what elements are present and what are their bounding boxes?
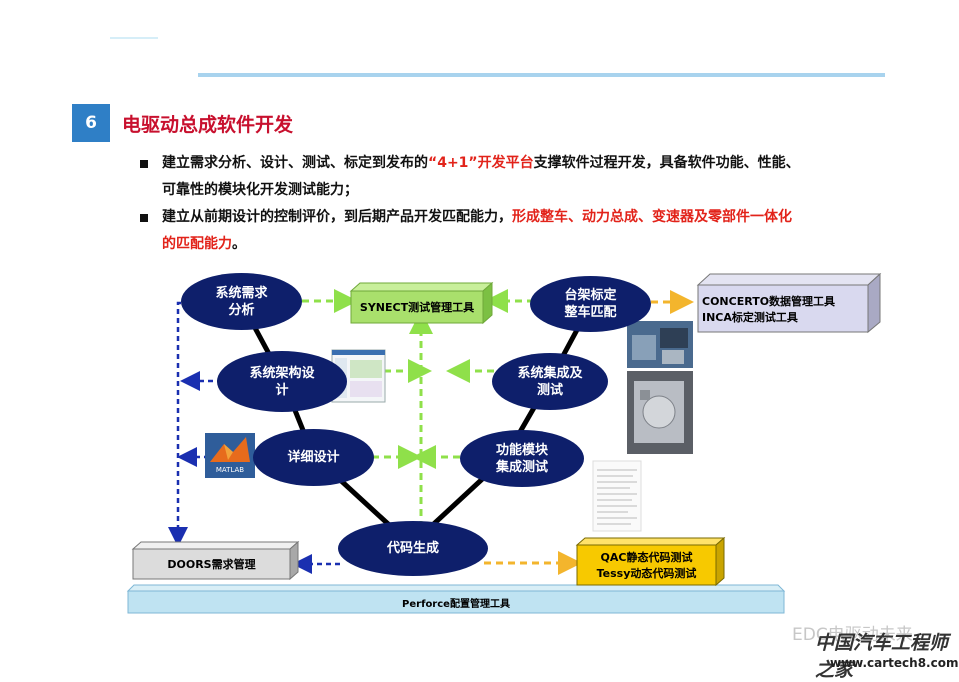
synect-label: SYNECT测试管理工具 <box>359 301 475 314</box>
concerto-label: CONCERTO数据管理工具 INCA标定测试工具 <box>698 287 868 330</box>
perforce-label: Perforce配置管理工具 <box>402 598 510 610</box>
node-architecture: 系统架构设 计 <box>217 351 347 412</box>
bullet-text: 支撑软件过程开发，具备软件功能、性能、 <box>533 155 800 171</box>
node-label: 详细设计 <box>287 450 340 465</box>
node-module-integration: 功能模块 集成测试 <box>460 430 584 487</box>
bullet-text: 建立需求分析、设计、测试、标定到发布的 <box>162 155 428 171</box>
watermark-cn: 中国汽车工程师之家 <box>815 632 949 681</box>
concerto-box <box>696 272 882 334</box>
bullet-text: 建立从前期设计的控制评价，到后期产品开发匹配能力， <box>162 209 512 225</box>
bullet-list: 建立需求分析、设计、测试、标定到发布的“4+1”开发平台支撑软件过程开发，具备软… <box>138 150 898 258</box>
header-rule <box>198 73 885 77</box>
watermark-url: www.cartech8.com <box>830 656 959 670</box>
node-label: 功能模块 集成测试 <box>495 442 548 475</box>
bullet-text: 可靠性的模块化开发测试能力； <box>162 182 358 198</box>
node-label: 代码生成 <box>386 541 439 556</box>
doors-label: DOORS需求管理 <box>167 558 256 571</box>
bullet-highlight: 形成整车、动力总成、变速器及零部件一体化 <box>512 209 792 225</box>
bullet-text: 。 <box>232 236 246 252</box>
top-dash <box>110 37 158 39</box>
orange-dashed-arrows <box>484 290 694 575</box>
qac-line: QAC静态代码测试 <box>600 551 693 564</box>
concerto-line: CONCERTO数据管理工具 <box>702 294 836 308</box>
doors-box <box>131 540 300 581</box>
node-label: 系统架构设 计 <box>249 365 315 398</box>
node-label: 台架标定 整车匹配 <box>564 288 617 320</box>
bullet-item: 建立从前期设计的控制评价，到后期产品开发匹配能力，形成整车、动力总成、变速器及零… <box>138 204 898 258</box>
section-number: 6 <box>72 104 110 142</box>
matlab-text: MATLAB <box>216 466 244 474</box>
synect-box <box>349 281 494 325</box>
perforce-bar <box>126 584 786 614</box>
node-detail-design: 详细设计 <box>253 429 374 486</box>
node-bench-calibration: 台架标定 整车匹配 <box>530 276 651 332</box>
bullet-highlight: “4+1”开发平台 <box>428 155 534 171</box>
qac-label: QAC静态代码测试 Tessy动态代码测试 <box>577 546 716 584</box>
v-model-lines <box>237 298 595 547</box>
green-dashed-arrows <box>302 289 534 540</box>
node-label: 系统集成及 测试 <box>517 365 583 398</box>
architecture-screenshot <box>331 349 386 403</box>
inca-line: INCA标定测试工具 <box>702 310 798 324</box>
powertrain-photo <box>627 371 693 454</box>
node-label: 系统需求 分析 <box>215 285 268 318</box>
bullet-highlight: 的匹配能力 <box>162 236 232 252</box>
tessy-line: Tessy动态代码测试 <box>596 567 697 580</box>
watermark-faint: EDC电驱动未来 <box>792 625 913 645</box>
matlab-logo: MATLAB <box>205 433 255 478</box>
section-title: 电驱动总成软件开发 <box>122 114 294 136</box>
bullet-item: 建立需求分析、设计、测试、标定到发布的“4+1”开发平台支撑软件过程开发，具备软… <box>138 150 898 204</box>
node-requirements: 系统需求 分析 <box>181 273 302 330</box>
test-bench-photo <box>627 321 693 368</box>
node-system-integration: 系统集成及 测试 <box>492 353 608 410</box>
qac-box <box>575 536 726 587</box>
code-document-image <box>592 460 642 532</box>
node-code-generation: 代码生成 <box>338 521 488 576</box>
